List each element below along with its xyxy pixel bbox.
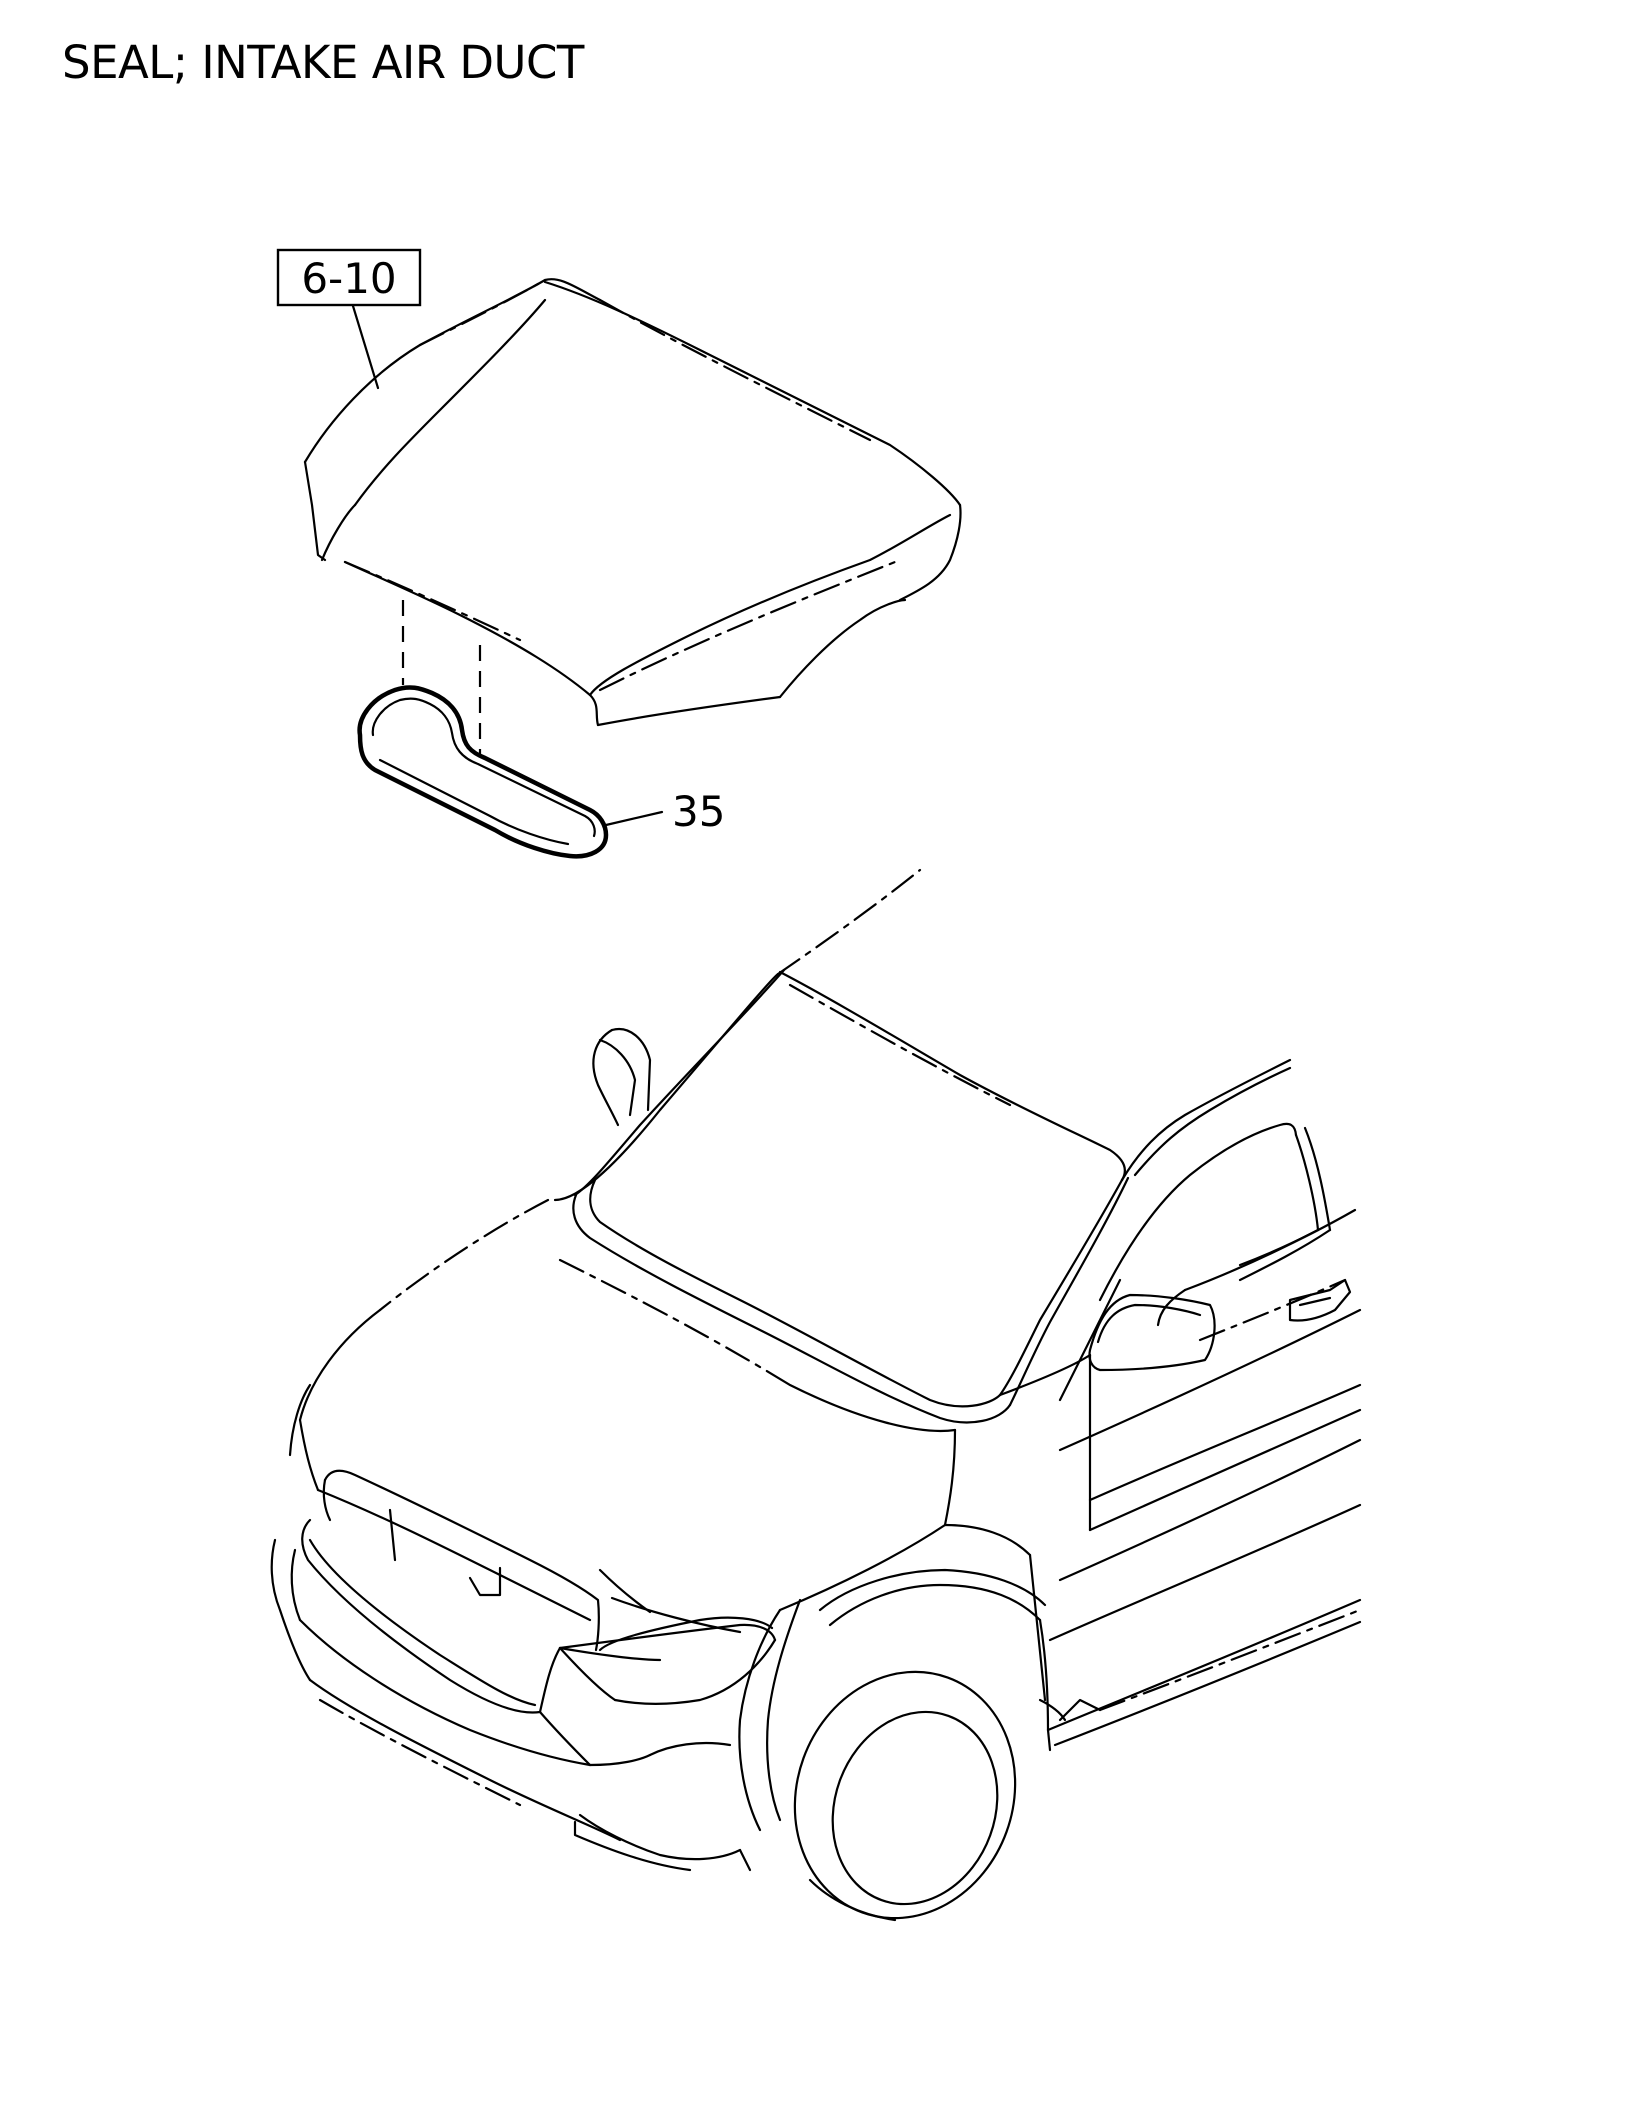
page-title: SEAL; INTAKE AIR DUCT — [62, 36, 584, 89]
vehicle-body — [270, 868, 1362, 1922]
reference-leader-line — [351, 304, 380, 390]
seal-part[interactable] — [357, 685, 609, 859]
reference-box[interactable]: 6-10 — [276, 248, 422, 307]
callout-leader-line — [604, 810, 664, 827]
callout-label[interactable]: 35 — [672, 787, 725, 836]
hood-part — [303, 278, 962, 727]
reference-label: 6-10 — [301, 254, 396, 303]
